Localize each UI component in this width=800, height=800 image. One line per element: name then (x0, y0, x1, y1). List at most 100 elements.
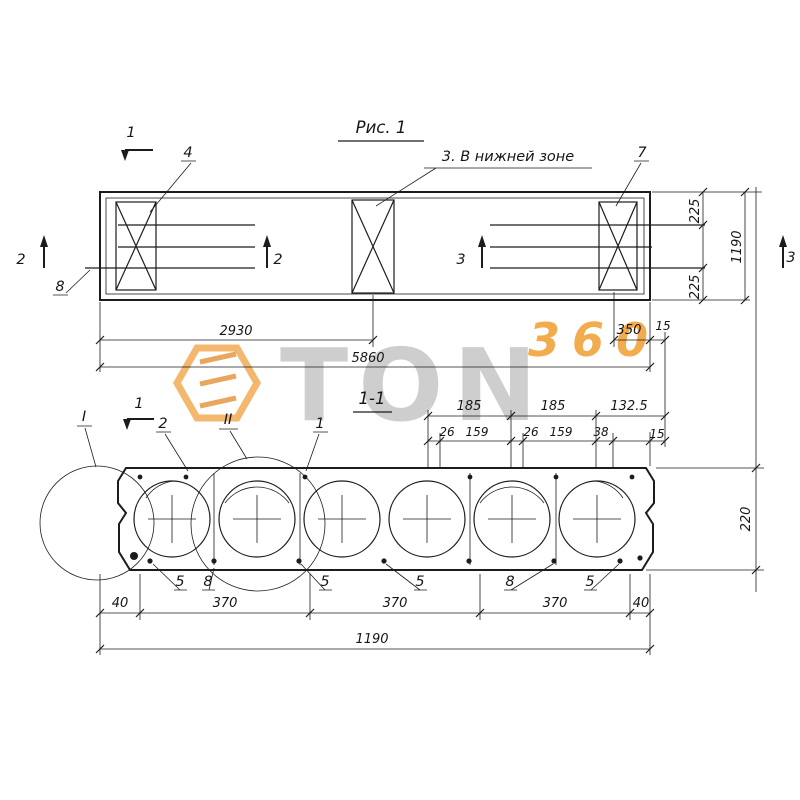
section-title: 1-1 (359, 389, 386, 408)
dim-5860-label: 5860 (351, 351, 384, 366)
section-dimensions: 185 185 132.5 26 159 26 159 38 15 40 370… (95, 399, 764, 655)
plan-callout-note3: 3. В нижней зоне (375, 149, 592, 207)
bar-mark-5b: 5 (320, 574, 329, 590)
rebar-dot (130, 552, 138, 560)
dim-38-label: 38 (593, 425, 609, 439)
dim-40-right-label: 40 (633, 596, 650, 611)
bar-mark-8a: 8 (203, 574, 212, 590)
rebar-dot (629, 474, 635, 480)
callout-1-leader (305, 431, 328, 472)
watermark-brand-text: TON (280, 327, 547, 444)
dim-1190-section-label: 1190 (355, 632, 388, 647)
callout-8-leader (53, 269, 91, 296)
callout-2-label: 2 (158, 416, 167, 432)
bar-mark-5d: 5 (585, 574, 594, 590)
dim-225-bottom-label: 225 (688, 275, 703, 300)
detail-label-II: II (219, 412, 248, 460)
rebar-dot (137, 474, 143, 480)
detail-II-label: II (224, 412, 233, 428)
callout-2-leader (156, 431, 189, 472)
dim-185b-label: 185 (541, 399, 566, 414)
dim-159a-label: 159 (466, 425, 489, 439)
figure-title-group: Рис. 1 (338, 118, 424, 142)
plan-right-anchor-hatch (598, 201, 638, 291)
plan-view: 1 2 2 3 3 4 3. В нижн (16, 125, 796, 301)
stirrup-bars (213, 473, 557, 565)
cut-3-mid-arrow-icon (478, 235, 486, 247)
cut-1-arrow-icon (121, 150, 129, 161)
core-circle-2 (218, 480, 296, 558)
section-extension-lines (99, 410, 764, 655)
detail-circle-II (190, 456, 326, 592)
section-bottom-marks: 5 8 5 5 8 5 (152, 563, 620, 591)
section-reinforcement (130, 473, 643, 565)
plan-center-anchor-zone (351, 199, 395, 294)
rebar-dot (381, 558, 387, 564)
bar-mark-8b: 8 (505, 574, 514, 590)
section-dimension-lines (100, 415, 665, 650)
cut-3-mid-label: 3 (456, 252, 465, 268)
core-circle-3 (303, 480, 381, 558)
detail-I-leader (77, 425, 97, 468)
dim-159b-label: 159 (550, 425, 573, 439)
rebar-dot (617, 558, 623, 564)
section-cut-1-arrow-icon (123, 419, 131, 430)
section-dimension-ticks (95, 411, 670, 654)
cut-1-label: 1 (126, 125, 135, 141)
plan-dimension-lines (100, 187, 757, 592)
plan-cut-mark-3-mid: 3 (456, 235, 486, 268)
bottom-rebar-dots (130, 552, 643, 564)
callout-7-leader (615, 160, 649, 207)
plan-outer-outline (99, 191, 651, 301)
core-circle-4 (388, 480, 466, 558)
cut-3-right-label: 3 (786, 250, 795, 266)
bar-mark-5b-leader (300, 563, 332, 591)
plan-callout-4: 4 (149, 145, 196, 213)
rebar-dot (553, 474, 559, 480)
callout-1-label: 1 (315, 416, 324, 432)
note3-label: 3. В нижней зоне (442, 149, 574, 165)
plan-inner-outline (105, 197, 645, 295)
slab-outline (117, 467, 655, 571)
bar-mark-8a-leader (202, 567, 215, 591)
eton-logo-hexagon-icon (172, 344, 262, 422)
plan-left-rebar-lines (85, 224, 255, 269)
section-callout-2: 2 (156, 416, 189, 472)
bar-mark-5a: 5 (175, 574, 184, 590)
cut-2-left-arrow-icon (40, 235, 48, 247)
cut-2-mid-arrow-icon (263, 235, 271, 247)
dim-132-5-label: 132.5 (610, 399, 647, 414)
dim-220-label: 220 (739, 507, 754, 532)
plan-cut-mark-2-left: 2 (16, 235, 48, 268)
callout-8-label: 8 (55, 279, 64, 295)
dim-225-top-label: 225 (688, 199, 703, 224)
rebar-dot (466, 558, 472, 564)
plan-cut-mark-2-mid: 2 (263, 235, 283, 268)
plan-cut-mark-3-right: 3 (779, 235, 796, 268)
dim-26a-label: 26 (439, 425, 455, 439)
dim-370c-label: 370 (543, 596, 568, 611)
plan-cut-mark-1: 1 (121, 125, 153, 161)
section-title-group: 1-1 (353, 389, 392, 413)
rebar-dot (467, 474, 473, 480)
section-cut-mark-1: 1 (123, 396, 154, 430)
bar-mark-8b-leader (504, 563, 554, 591)
dim-2930-label: 2930 (219, 324, 252, 339)
bar-mark-5d-leader (584, 563, 620, 591)
figure-title: Рис. 1 (356, 118, 407, 137)
bar-mark-5c-leader (385, 563, 427, 591)
rebar-dot (211, 558, 217, 564)
core-circle-5 (473, 480, 551, 558)
rebar-dot (147, 558, 153, 564)
rebar-dot (302, 474, 308, 480)
bar-mark-5c: 5 (415, 574, 424, 590)
bent-bar-hooks (145, 480, 624, 504)
dim-1190-plan-label: 1190 (730, 230, 745, 263)
plan-left-anchor-zone (115, 201, 157, 291)
callout-4-leader (149, 160, 196, 213)
dim-15-plan-label: 15 (655, 319, 670, 333)
detail-I-label: I (82, 409, 86, 425)
